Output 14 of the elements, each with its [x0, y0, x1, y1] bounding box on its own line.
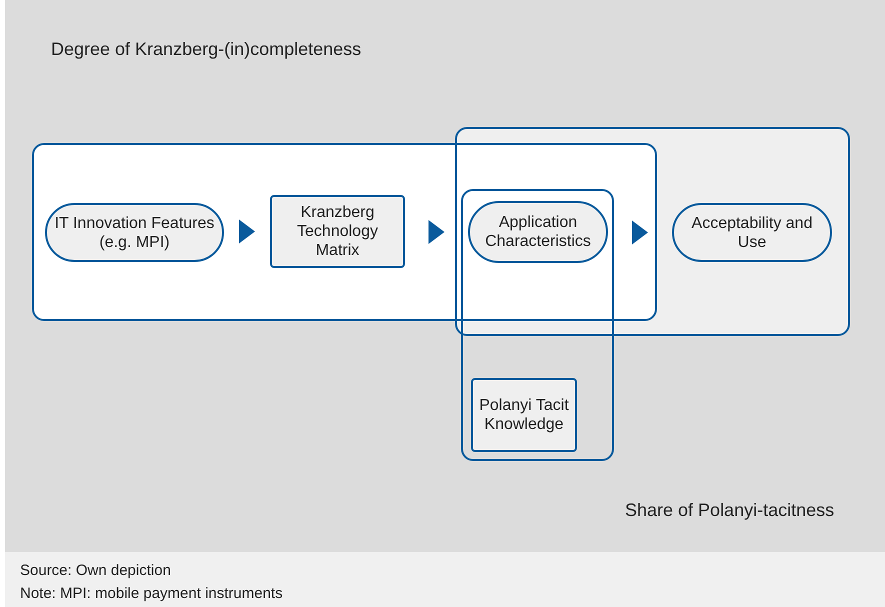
process-box: Kranzberg Technology Matrix — [270, 195, 405, 268]
arrow — [428, 220, 444, 244]
rounded-node: IT Innovation Features (e.g. MPI) — [45, 203, 224, 262]
process-box: Polanyi Tacit Knowledge — [471, 378, 577, 452]
grouping-frame — [461, 189, 614, 461]
rounded-node: Application Characteristics — [468, 201, 608, 263]
grouping-frame — [32, 143, 657, 321]
footnote: Note: MPI: mobile payment instruments — [20, 585, 283, 602]
axis-caption: Share of Polanyi-tacitness — [625, 500, 834, 521]
axis-caption: Degree of Kranzberg-(in)completeness — [51, 39, 362, 60]
rounded-node: Acceptability and Use — [672, 203, 832, 262]
arrow — [632, 220, 648, 244]
arrow — [239, 220, 255, 244]
footnote: Source: Own depiction — [20, 562, 171, 579]
